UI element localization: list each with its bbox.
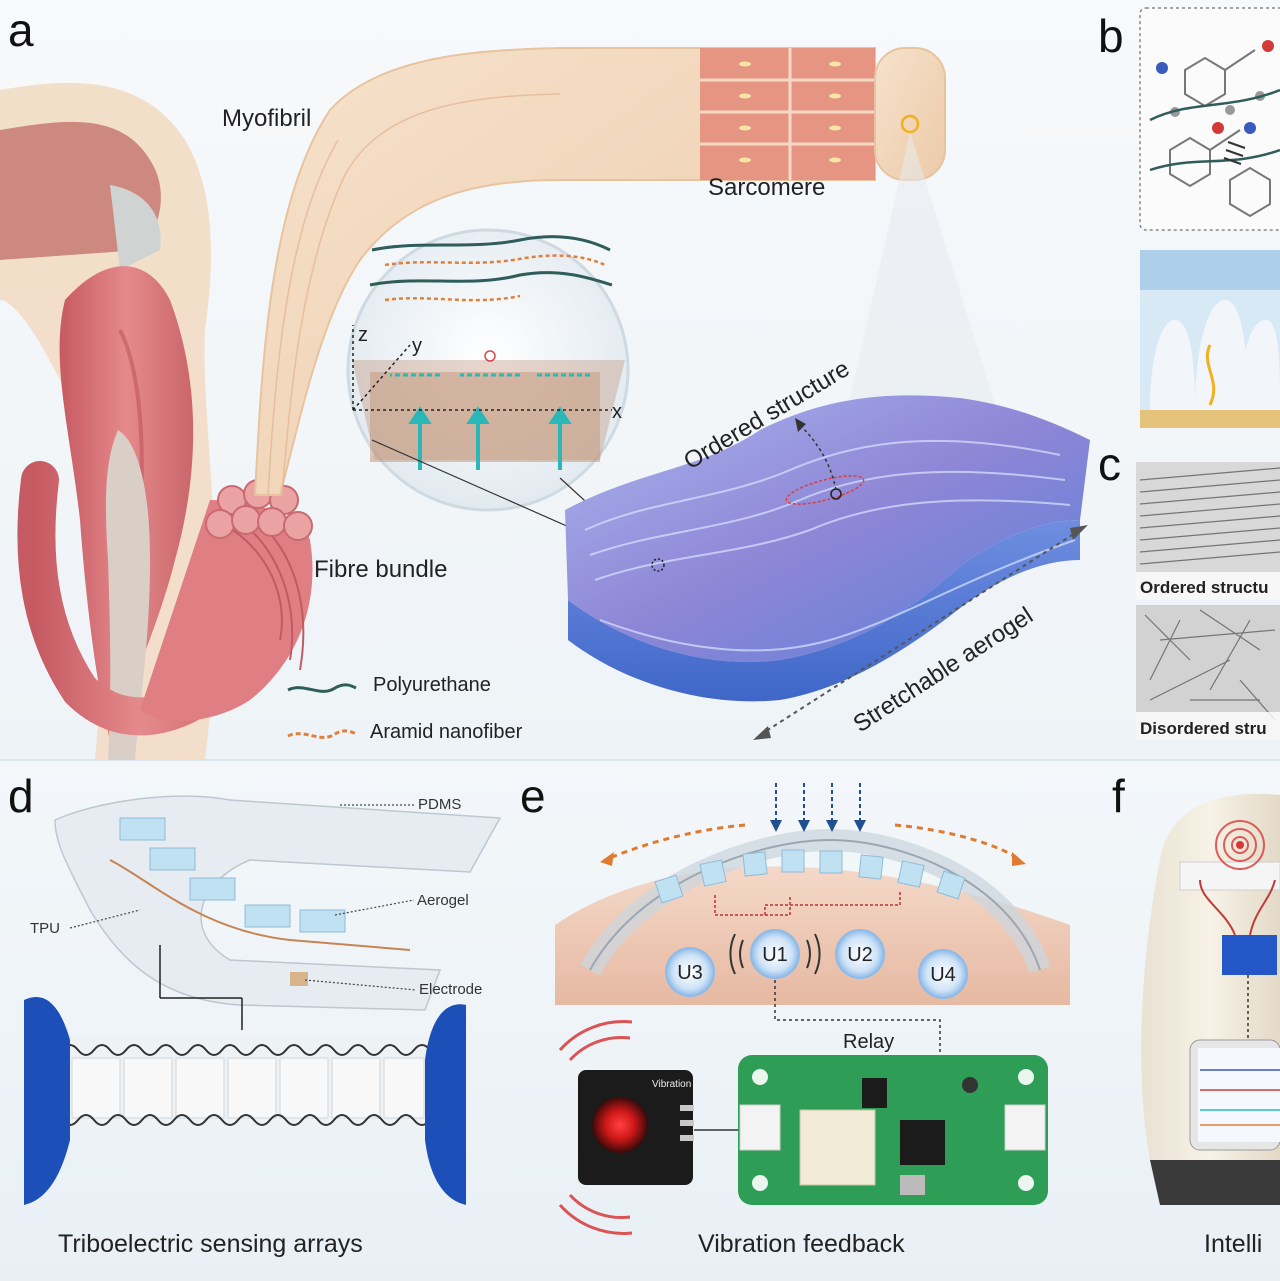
legend-label-aramid: Aramid nanofiber [370, 721, 523, 743]
panel-letter-a: a [8, 4, 34, 56]
legend-swatch-aramid [287, 729, 357, 739]
relay-pcb [738, 1055, 1048, 1205]
ordered-structure-caption: Ordered structu [1140, 578, 1268, 597]
tpu-label: TPU [30, 920, 60, 937]
arm-illustration [0, 82, 313, 760]
panel-letter-d: d [8, 770, 34, 822]
relay-label: Relay [843, 1031, 894, 1053]
panel-c: Ordered structu Disordered stru [1136, 462, 1280, 740]
unit-label-u3: U3 [677, 962, 703, 984]
caption-d: Triboelectric sensing arrays [58, 1230, 363, 1258]
legend-swatch-polyurethane [287, 683, 357, 693]
legend: Polyurethane Aramid nanofiber [287, 674, 523, 743]
panel-d: PDMS Aerogel Electrode TPU [24, 795, 502, 1205]
motor-label: Vibration Motor [652, 1079, 720, 1090]
fibre-bundle-label: Fibre bundle [314, 556, 447, 583]
panel-e: U3 U1 U2 U4 Relay Vibration Motor [555, 783, 1070, 1235]
panel-letter-c: c [1098, 438, 1121, 490]
caption-e: Vibration feedback [698, 1230, 905, 1258]
panel-b [1139, 7, 1280, 428]
unit-label-u1: U1 [762, 944, 788, 966]
caption-f: Intelli [1204, 1230, 1262, 1258]
myofibril-label: Myofibril [222, 105, 311, 132]
unit-label-u4: U4 [930, 964, 956, 986]
unit-markers: U3 U1 U2 U4 [665, 929, 968, 999]
myofibril-illustration [253, 47, 1000, 496]
axis-y-label: y [412, 335, 422, 357]
zoom-circle: z y x [346, 228, 656, 566]
unit-circle-u1 [750, 929, 800, 979]
axis-z-label: z [358, 324, 368, 346]
aerogel-label-d: Aerogel [417, 892, 469, 909]
unit-circle-u4 [918, 949, 968, 999]
disordered-structure-caption: Disordered stru [1140, 719, 1267, 738]
electrode-label: Electrode [419, 981, 482, 998]
legend-label-polyurethane: Polyurethane [373, 674, 491, 696]
unit-circle-u3 [665, 947, 715, 997]
unit-circle-u2 [835, 929, 885, 979]
panel-letter-e: e [520, 770, 546, 822]
panel-f [1141, 793, 1280, 1205]
pdms-label: PDMS [418, 796, 461, 813]
axis-x-label: x [612, 401, 622, 423]
unit-label-u2: U2 [847, 944, 873, 966]
panel-letter-f: f [1112, 770, 1125, 822]
sarcomere-label: Sarcomere [708, 174, 825, 201]
panel-letter-b: b [1098, 10, 1124, 62]
